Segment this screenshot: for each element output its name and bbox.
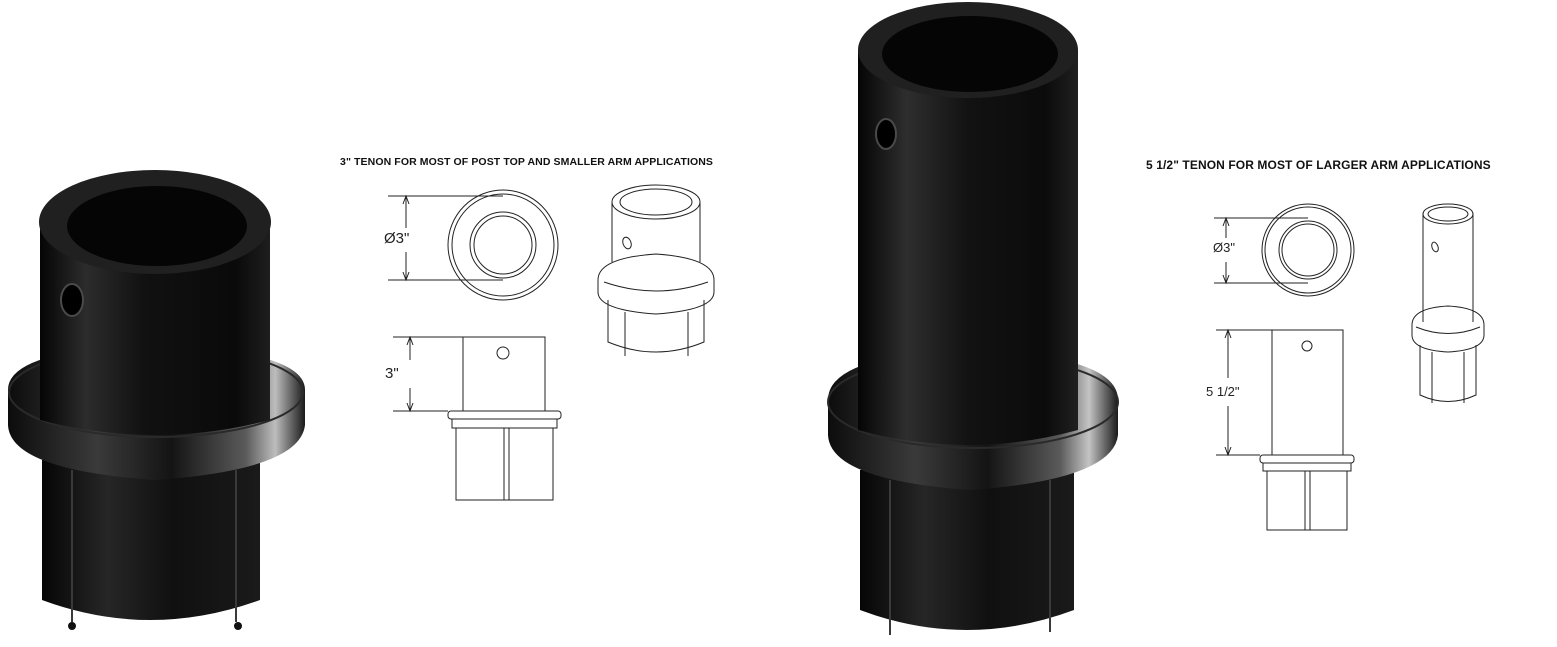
length-label-5-5in: 5 1/2" — [1206, 384, 1240, 399]
caption-5-5in-tenon: 5 1/2" TENON FOR MOST OF LARGER ARM APPL… — [1146, 158, 1491, 172]
technical-drawing-3in-tenon — [388, 184, 715, 501]
tenon-lower-body — [860, 470, 1074, 630]
panel-5-5in-tenon: 5 1/2" TENON FOR MOST OF LARGER ARM APPL… — [778, 0, 1557, 647]
diameter-label-5-5in: Ø3" — [1213, 240, 1235, 255]
diameter-label-3in: Ø3" — [384, 230, 410, 247]
product-render-5-5in-tenon — [827, 2, 1119, 635]
panel-3in-tenon: 3" TENON FOR MOST OF POST TOP AND SMALLE… — [0, 0, 778, 647]
tenon-top-bore — [882, 16, 1058, 92]
side-view-5-5in — [1216, 328, 1355, 531]
tenon-set-screw-hole — [60, 283, 84, 317]
caption-3in-tenon: 3" TENON FOR MOST OF POST TOP AND SMALLE… — [340, 156, 714, 168]
tenon-lower-body — [42, 460, 260, 620]
iso-view-5-5in — [1411, 203, 1485, 403]
technical-drawing-5-5in-tenon — [1214, 203, 1485, 531]
side-view-3in — [393, 335, 562, 501]
length-label-3in: 3" — [385, 365, 399, 382]
product-render-3in-tenon — [8, 170, 305, 630]
tenon-upper-cylinder — [40, 220, 270, 435]
tenon-top-bore — [67, 186, 247, 266]
top-view-5-5in — [1214, 203, 1355, 297]
top-view-3in — [388, 189, 559, 301]
tenon-set-screw-hole — [875, 118, 897, 150]
iso-view-3in — [597, 184, 715, 356]
tenon-upper-cylinder — [858, 50, 1078, 445]
